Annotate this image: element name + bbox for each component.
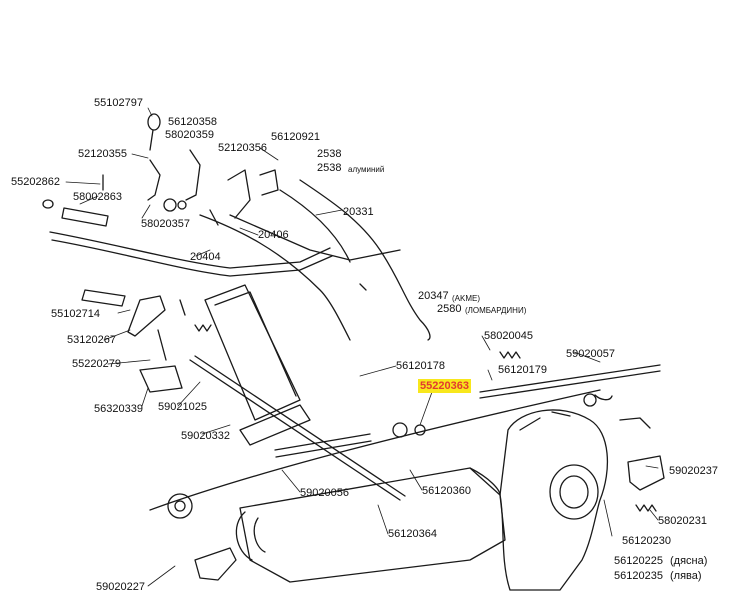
part-label: 56120178 xyxy=(396,360,445,372)
part-label: 2538 xyxy=(317,148,342,160)
part-label: 55102714 xyxy=(51,308,100,320)
lever-55102714 xyxy=(81,289,126,307)
part-label: 56120360 xyxy=(422,485,471,497)
part-label: 20404 xyxy=(190,251,221,263)
part-label: 55202862 xyxy=(11,176,60,188)
part-label: 58020045 xyxy=(484,330,533,342)
part-label: 59021025 xyxy=(158,401,207,413)
lever-59020227 xyxy=(194,547,237,581)
cable-20404 xyxy=(199,214,351,341)
part-label: 58020231 xyxy=(658,515,707,527)
part-label: 53120267 xyxy=(67,334,116,346)
part-label: 55220279 xyxy=(72,358,121,370)
cable-20406 xyxy=(229,214,401,261)
part-label: 52120355 xyxy=(78,148,127,160)
part-label-note: (ЛОМБАРДИНИ) xyxy=(465,306,527,315)
rod-59020056 xyxy=(274,433,371,451)
part-label: 52120356 xyxy=(218,142,267,154)
part-label: 56120358 xyxy=(168,116,217,128)
part-label: 20347 xyxy=(418,290,449,302)
part-label: 2538 xyxy=(317,162,342,174)
part-label: 59020056 xyxy=(300,487,349,499)
part-label: 56120230 xyxy=(622,535,671,547)
part-label: 56120364 xyxy=(388,528,437,540)
rod-59020057 xyxy=(479,364,661,393)
part-label: 56320339 xyxy=(94,403,143,415)
long-wire xyxy=(149,389,601,511)
part-label: 2580 xyxy=(437,303,462,315)
casing-bore xyxy=(559,475,589,509)
part-label: 56120179 xyxy=(498,364,547,376)
handle-grip xyxy=(61,207,109,227)
spring-58020231 xyxy=(635,504,657,512)
part-label: 56120235 xyxy=(614,570,663,582)
control-column xyxy=(204,284,301,421)
part-label: 20331 xyxy=(343,206,374,218)
part-label: 58002863 xyxy=(73,191,122,203)
part-label: 59020227 xyxy=(96,581,145,593)
part-label-note: (лява) xyxy=(670,570,702,582)
part-label: 59020332 xyxy=(181,430,230,442)
lever-59020237 xyxy=(627,455,665,491)
part-label-note: (дясна) xyxy=(670,555,708,567)
part-label: 58020357 xyxy=(141,218,190,230)
pulley-left xyxy=(167,493,193,519)
part-label-note: (AKME) xyxy=(452,294,480,303)
part-label: 56120921 xyxy=(271,131,320,143)
spring-58020045 xyxy=(499,351,521,359)
part-label-note: алуминий xyxy=(348,165,385,174)
rod-59021025 xyxy=(189,359,401,501)
drive-housing-tube xyxy=(239,467,506,583)
handlebar-tube xyxy=(49,231,331,269)
transmission-casing xyxy=(499,409,609,591)
part-label: 59020237 xyxy=(669,465,718,477)
highlighted-part-label: 55220363 xyxy=(418,379,471,393)
part-label: 59020057 xyxy=(566,348,615,360)
part-label: 20406 xyxy=(258,229,289,241)
part-label: 56120225 xyxy=(614,555,663,567)
cable-20331 xyxy=(299,179,431,341)
part-label: 55102797 xyxy=(94,97,143,109)
bracket-56320339 xyxy=(139,365,183,393)
part-label: 58020359 xyxy=(165,129,214,141)
